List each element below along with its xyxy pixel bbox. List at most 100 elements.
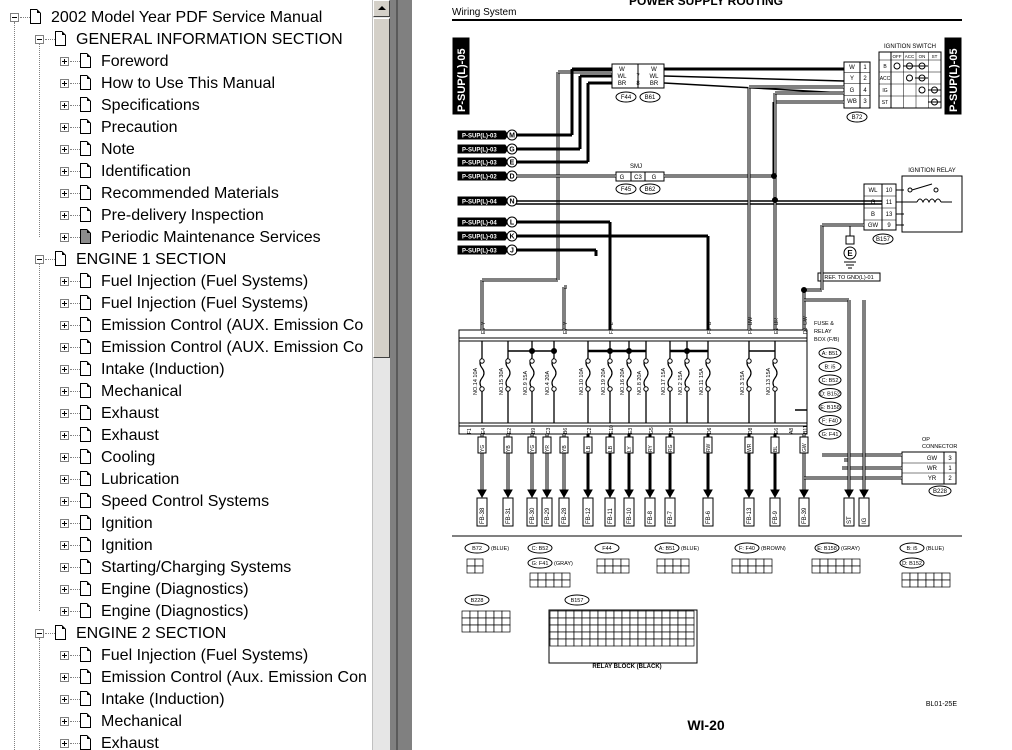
expand-plus-icon[interactable] (60, 497, 69, 506)
tree-item-label[interactable]: Exhaust (101, 427, 159, 444)
tree-item-label[interactable]: Exhaust (101, 405, 159, 422)
tree-item-label[interactable]: Mechanical (101, 713, 182, 730)
collapse-minus-icon[interactable] (35, 255, 44, 264)
tree-item[interactable]: Exhaust (0, 425, 372, 447)
tree-item-label[interactable]: Fuel Injection (Fuel Systems) (101, 647, 309, 664)
expand-plus-icon[interactable] (60, 189, 69, 198)
tree-item-label[interactable]: Emission Control (AUX. Emission Co (101, 339, 364, 356)
pane-splitter[interactable] (390, 0, 412, 750)
tree-item-label[interactable]: Lubrication (101, 471, 180, 488)
expand-plus-icon[interactable] (60, 673, 69, 682)
expand-plus-icon[interactable] (60, 585, 69, 594)
expand-plus-icon[interactable] (60, 101, 69, 110)
tree-item[interactable]: Foreword (0, 51, 372, 73)
expand-plus-icon[interactable] (60, 277, 69, 286)
expand-plus-icon[interactable] (60, 431, 69, 440)
tree-item-label[interactable]: Intake (Induction) (101, 361, 225, 378)
expand-plus-icon[interactable] (60, 607, 69, 616)
tree-item-label[interactable]: Fuel Injection (Fuel Systems) (101, 295, 309, 312)
tree-scrollbar[interactable] (372, 0, 390, 750)
expand-plus-icon[interactable] (60, 387, 69, 396)
tree-item[interactable]: GENERAL INFORMATION SECTION (0, 29, 372, 51)
expand-plus-icon[interactable] (60, 57, 69, 66)
tree-item[interactable]: Intake (Induction) (0, 689, 372, 711)
tree-item[interactable]: ENGINE 2 SECTION (0, 623, 372, 645)
expand-plus-icon[interactable] (60, 365, 69, 374)
tree-item[interactable]: Starting/Charging Systems (0, 557, 372, 579)
tree-item-label[interactable]: Fuel Injection (Fuel Systems) (101, 273, 309, 290)
tree-item-label[interactable]: Ignition (101, 515, 153, 532)
tree-item[interactable]: Engine (Diagnostics) (0, 579, 372, 601)
tree-item[interactable]: Fuel Injection (Fuel Systems) (0, 271, 372, 293)
expand-plus-icon[interactable] (60, 167, 69, 176)
scroll-up-arrow-icon[interactable] (373, 0, 390, 17)
tree-item-label[interactable]: Precaution (101, 119, 178, 136)
tree-item[interactable]: Intake (Induction) (0, 359, 372, 381)
tree-item[interactable]: Ignition (0, 513, 372, 535)
tree-item[interactable]: Speed Control Systems (0, 491, 372, 513)
document-viewer[interactable]: Wiring System POWER SUPPLY ROUTING WI-20… (412, 0, 1012, 750)
tree-item-label[interactable]: Mechanical (101, 383, 182, 400)
tree-item-label[interactable]: Note (101, 141, 135, 158)
tree-item-label[interactable]: Specifications (101, 97, 200, 114)
tree-item-label[interactable]: Exhaust (101, 735, 159, 750)
expand-plus-icon[interactable] (60, 79, 69, 88)
tree-item[interactable]: Emission Control (AUX. Emission Co (0, 337, 372, 359)
expand-plus-icon[interactable] (60, 321, 69, 330)
tree-item-label[interactable]: Identification (101, 163, 191, 180)
tree-item[interactable]: Specifications (0, 95, 372, 117)
tree-item-label[interactable]: Emission Control (AUX. Emission Co (101, 317, 364, 334)
expand-plus-icon[interactable] (60, 717, 69, 726)
expand-plus-icon[interactable] (60, 299, 69, 308)
tree-item-label[interactable]: How to Use This Manual (101, 75, 275, 92)
tree-item-label[interactable]: Engine (Diagnostics) (101, 603, 249, 620)
tree-item-label[interactable]: ENGINE 1 SECTION (76, 251, 227, 268)
tree-item-label[interactable]: ENGINE 2 SECTION (76, 625, 227, 642)
tree-item-label[interactable]: Recommended Materials (101, 185, 279, 202)
tree-item[interactable]: Pre-delivery Inspection (0, 205, 372, 227)
tree-item[interactable]: Recommended Materials (0, 183, 372, 205)
tree-item[interactable]: Note (0, 139, 372, 161)
tree-item[interactable]: Periodic Maintenance Services (0, 227, 372, 249)
tree-item[interactable]: Identification (0, 161, 372, 183)
tree-item-label[interactable]: GENERAL INFORMATION SECTION (76, 31, 343, 48)
expand-plus-icon[interactable] (60, 475, 69, 484)
tree-item-label[interactable]: Starting/Charging Systems (101, 559, 292, 576)
tree-item-label[interactable]: Pre-delivery Inspection (101, 207, 264, 224)
expand-plus-icon[interactable] (60, 145, 69, 154)
expand-plus-icon[interactable] (60, 343, 69, 352)
expand-plus-icon[interactable] (60, 563, 69, 572)
expand-plus-icon[interactable] (60, 695, 69, 704)
collapse-minus-icon[interactable] (35, 629, 44, 638)
expand-plus-icon[interactable] (60, 519, 69, 528)
tree-item-label[interactable]: Foreword (101, 53, 169, 70)
tree-item[interactable]: Fuel Injection (Fuel Systems) (0, 293, 372, 315)
tree-item[interactable]: Engine (Diagnostics) (0, 601, 372, 623)
tree-item[interactable]: Precaution (0, 117, 372, 139)
tree-item-label[interactable]: Ignition (101, 537, 153, 554)
tree-item-label[interactable]: Emission Control (Aux. Emission Con (101, 669, 367, 686)
scroll-thumb[interactable] (373, 18, 390, 358)
tree-item-label[interactable]: Speed Control Systems (101, 493, 270, 510)
tree-item-label[interactable]: 2002 Model Year PDF Service Manual (51, 9, 323, 26)
tree-item[interactable]: Mechanical (0, 381, 372, 403)
tree-item-label[interactable]: Cooling (101, 449, 156, 466)
tree-item[interactable]: Lubrication (0, 469, 372, 491)
tree-item[interactable]: 2002 Model Year PDF Service Manual (0, 7, 372, 29)
tree-item-label[interactable]: Intake (Induction) (101, 691, 225, 708)
expand-plus-icon[interactable] (60, 739, 69, 748)
expand-plus-icon[interactable] (60, 409, 69, 418)
tree-item-label[interactable]: Engine (Diagnostics) (101, 581, 249, 598)
expand-plus-icon[interactable] (60, 453, 69, 462)
tree-item-label[interactable]: Periodic Maintenance Services (101, 229, 321, 246)
expand-plus-icon[interactable] (60, 123, 69, 132)
expand-plus-icon[interactable] (60, 541, 69, 550)
expand-plus-icon[interactable] (60, 651, 69, 660)
tree-item[interactable]: Mechanical (0, 711, 372, 733)
tree-item[interactable]: Cooling (0, 447, 372, 469)
tree-item[interactable]: Fuel Injection (Fuel Systems) (0, 645, 372, 667)
tree-item[interactable]: How to Use This Manual (0, 73, 372, 95)
tree-item[interactable]: ENGINE 1 SECTION (0, 249, 372, 271)
collapse-minus-icon[interactable] (35, 35, 44, 44)
